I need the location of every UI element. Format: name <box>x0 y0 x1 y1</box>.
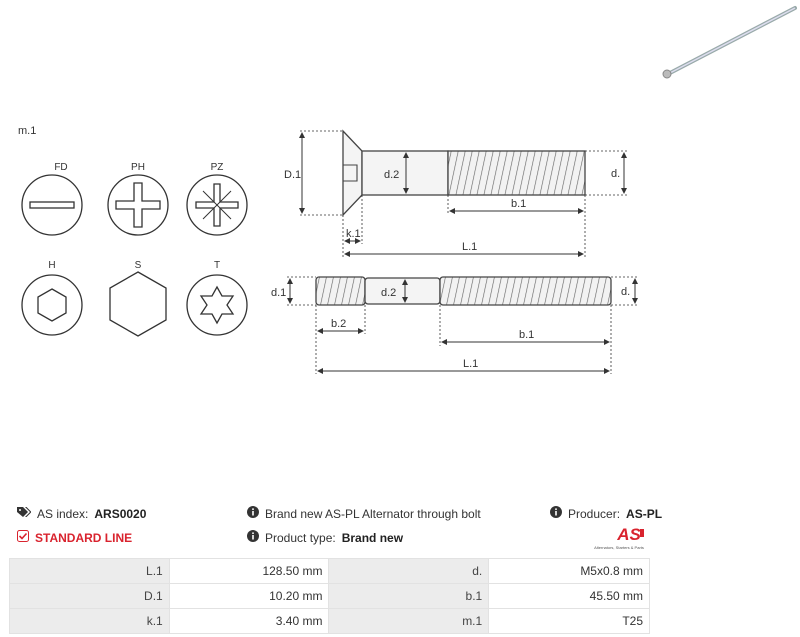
spec-label: b.1 <box>328 583 490 609</box>
spec-label: d. <box>328 558 490 584</box>
table-row: D.1 10.20 mm b.1 45.50 mm <box>9 583 650 609</box>
spec-value: M5x0.8 mm <box>488 558 650 584</box>
product-description: Brand new AS-PL Alternator through bolt <box>247 506 481 521</box>
pozidriv-head-icon <box>186 174 248 236</box>
svg-text:PH: PH <box>131 162 145 173</box>
head-type-ph: PH <box>107 162 169 236</box>
product-type-value: Brand new <box>341 530 404 545</box>
table-row: L.1 128.50 mm d. M5x0.8 mm <box>9 558 650 584</box>
producer-label: Producer: <box>568 506 621 521</box>
hex-socket-head-icon <box>21 274 83 336</box>
svg-text:k.1: k.1 <box>346 228 361 240</box>
head-type-t: T <box>186 260 248 336</box>
spec-label: k.1 <box>9 608 170 634</box>
spec-label: D.1 <box>9 583 170 609</box>
svg-text:H: H <box>48 260 55 271</box>
svg-text:FD: FD <box>54 162 67 173</box>
svg-text:d.2: d.2 <box>381 287 396 299</box>
spec-value: 45.50 mm <box>488 583 650 609</box>
producer: Producer: AS-PL <box>550 506 662 521</box>
stud-drawing: d.1 d.2 d. b.2 b.1 L.1 <box>271 276 638 374</box>
head-type-pz: PZ <box>186 162 248 236</box>
product-thumbnail <box>662 6 797 79</box>
phillips-head-icon <box>107 174 169 236</box>
svg-text:S: S <box>135 260 142 271</box>
as-index-value: ARS0020 <box>94 506 147 521</box>
info-icon <box>247 506 259 521</box>
svg-text:T: T <box>214 260 220 271</box>
spec-value: 10.20 mm <box>168 583 330 609</box>
specs-table: L.1 128.50 mm d. M5x0.8 mm D.1 10.20 mm … <box>9 558 650 634</box>
as-index-label: AS index: <box>37 506 89 521</box>
svg-text:PZ: PZ <box>211 162 224 173</box>
head-type-s: S <box>109 260 167 337</box>
torx-head-icon <box>186 274 248 336</box>
svg-text:d.: d. <box>621 286 630 298</box>
svg-text:Alternators, Starters & Parts: Alternators, Starters & Parts <box>594 545 644 550</box>
svg-text:b.2: b.2 <box>331 318 346 330</box>
spec-label: m.1 <box>328 608 490 634</box>
standard-line: STANDARD LINE <box>17 530 132 545</box>
technical-drawing: m.1 FD PH PZ H S <box>18 6 797 374</box>
svg-text:b.1: b.1 <box>511 198 526 210</box>
info-icon <box>247 530 259 545</box>
svg-text:d.: d. <box>611 168 620 180</box>
product-type: Product type: Brand new <box>247 530 403 545</box>
product-type-label: Product type: <box>265 530 336 545</box>
head-type-h: H <box>21 260 83 336</box>
svg-text:d.2: d.2 <box>384 169 399 181</box>
spec-value: 3.40 mm <box>168 608 330 634</box>
svg-text:D.1: D.1 <box>284 169 301 181</box>
spec-label: L.1 <box>9 558 170 584</box>
hex-head-icon <box>109 271 167 337</box>
tags-icon <box>17 506 32 521</box>
slotted-head-icon <box>21 174 83 236</box>
spec-value: T25 <box>488 608 650 634</box>
svg-text:L.1: L.1 <box>463 358 478 370</box>
svg-text:d.1: d.1 <box>271 287 286 299</box>
as-brand-logo: AS Alternators, Starters & Parts <box>594 525 644 550</box>
svg-text:L.1: L.1 <box>462 241 477 253</box>
description-text: Brand new AS-PL Alternator through bolt <box>265 506 481 521</box>
bolt-drawing: D.1 d.2 d. b.1 k.1 L.1 <box>284 129 628 258</box>
head-type-fd: FD <box>21 162 83 236</box>
as-index: AS index: ARS0020 <box>17 506 146 521</box>
info-icon <box>550 506 562 521</box>
spec-value: 128.50 mm <box>168 558 330 584</box>
svg-text:b.1: b.1 <box>519 329 534 341</box>
svg-text:AS: AS <box>616 525 641 544</box>
checkbox-checked-icon <box>17 530 29 545</box>
table-row: k.1 3.40 mm m.1 T25 <box>9 608 650 634</box>
standard-line-label: STANDARD LINE <box>35 530 133 545</box>
producer-value: AS-PL <box>626 506 663 521</box>
head-types-title: m.1 <box>18 125 36 137</box>
